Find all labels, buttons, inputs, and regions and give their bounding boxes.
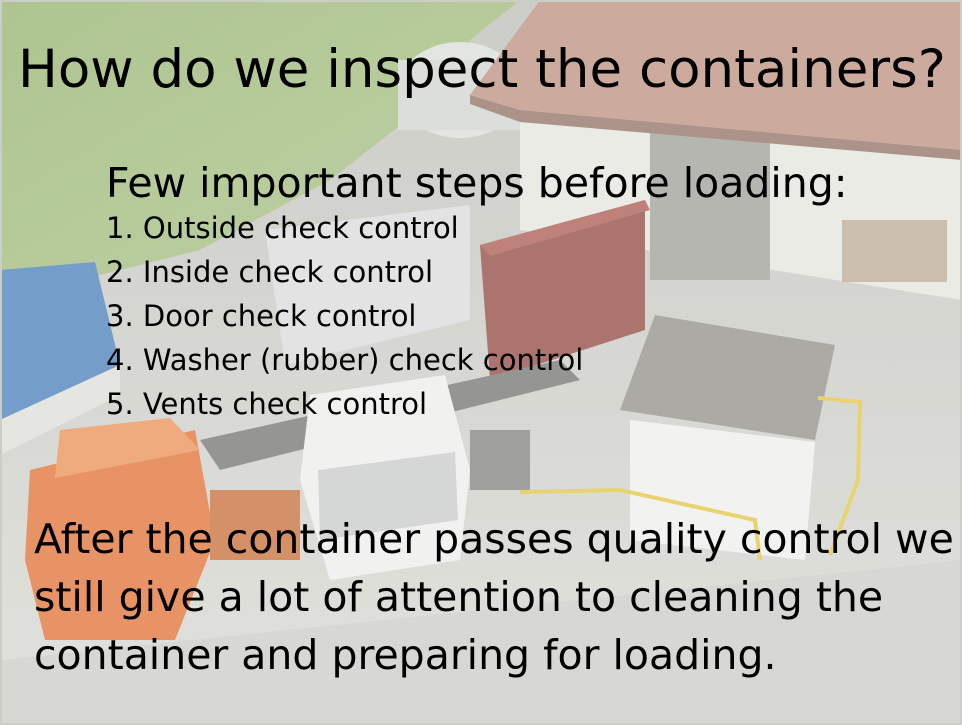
- list-item: 5. Vents check control: [106, 387, 428, 421]
- list-item: 2. Inside check control: [106, 255, 434, 289]
- list-item: 3. Door check control: [106, 299, 417, 333]
- slide-title: How do we inspect the containers?: [18, 39, 946, 100]
- inspection-steps-list: 1. Outside check control 2. Inside check…: [106, 206, 583, 426]
- list-item: 1. Outside check control: [106, 211, 459, 245]
- closing-paragraph: After the container passes quality contr…: [34, 515, 954, 679]
- list-item: 4. Washer (rubber) check control: [106, 343, 584, 377]
- slide-subtitle: Few important steps before loading:: [106, 159, 848, 207]
